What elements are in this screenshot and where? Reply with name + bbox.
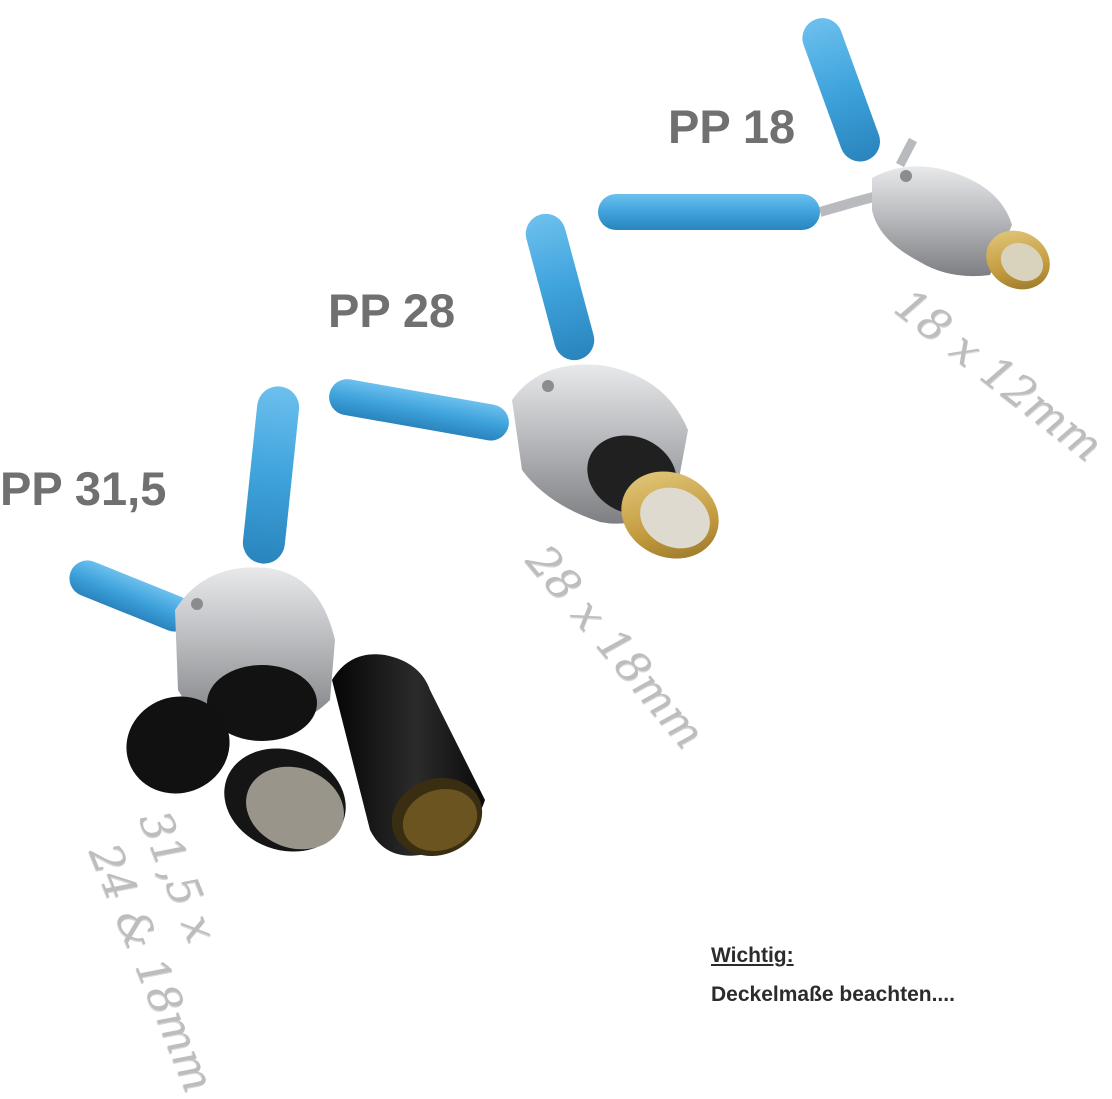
model-label-pp28: PP 28: [328, 284, 456, 337]
cap-inner: [1000, 242, 1044, 282]
blue-handle: [242, 386, 300, 564]
cap-inner: [246, 766, 344, 850]
pivot-screw: [900, 170, 912, 182]
model-label-pp315: PP 31,5: [0, 462, 167, 515]
blue-handle: [802, 18, 881, 162]
cap-tall-inner: [402, 788, 478, 852]
handle-rod: [896, 137, 917, 168]
pivot-screw: [542, 380, 554, 392]
capper-pp315: [69, 386, 485, 857]
rubber-disc: [126, 696, 230, 794]
note-body: Deckelmaße beachten....: [711, 983, 955, 1006]
capper-pp28: [329, 213, 719, 559]
blue-handle: [329, 379, 509, 441]
note-title: Wichtig:: [711, 944, 794, 967]
blue-handle: [525, 213, 595, 361]
crimp-opening: [207, 665, 317, 741]
crimp-head: [872, 166, 1012, 277]
cap-inner: [640, 487, 710, 549]
blue-handle: [598, 194, 820, 230]
blue-handle: [69, 560, 193, 632]
capper-pp18: [598, 18, 1050, 290]
product-illustration: [69, 18, 1050, 857]
model-label-pp18: PP 18: [668, 100, 796, 153]
pivot-screw: [191, 598, 203, 610]
